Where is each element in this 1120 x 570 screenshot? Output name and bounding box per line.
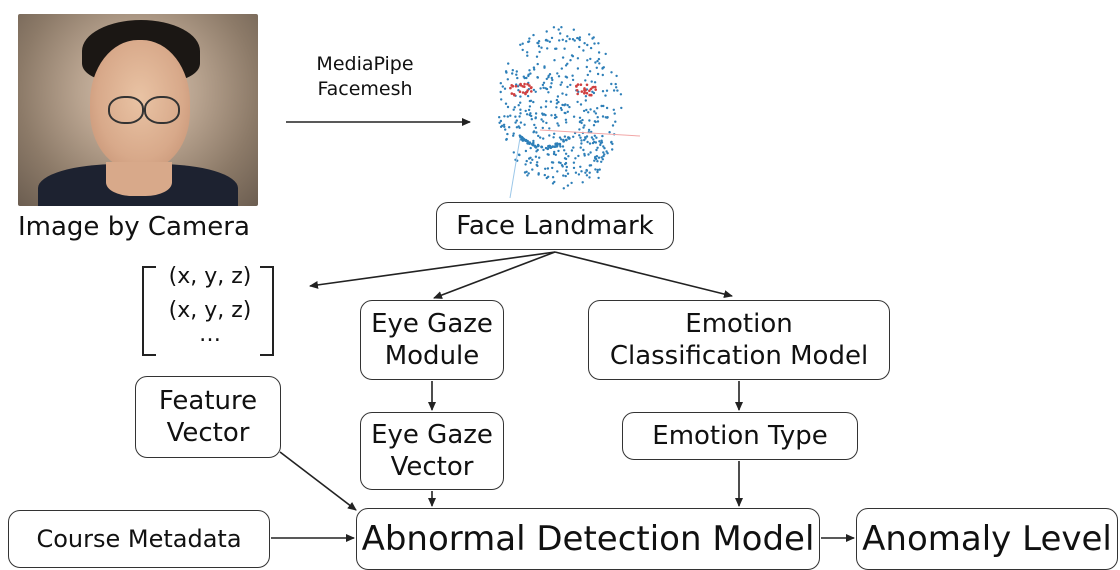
mediapipe-label-line1: MediaPipe — [316, 53, 414, 75]
emotion-type-label: Emotion Type — [652, 420, 828, 451]
feature-vector-line2: Vector — [166, 418, 250, 448]
eye-gaze-vector-line1: Eye Gaze — [371, 419, 493, 450]
feature-vector-line1: Feature — [158, 385, 258, 416]
eye-gaze-module-line2: Module — [384, 341, 480, 371]
eye-gaze-module-line1: Eye Gaze — [371, 308, 493, 339]
coord-row-2: (x, y, z) — [168, 298, 252, 323]
mesh-axis-z — [509, 137, 521, 198]
emotion-model-line1: Emotion — [685, 308, 793, 339]
arrow-feature-to-detection — [279, 451, 357, 511]
glasses-right — [144, 96, 180, 124]
face-landmark-label: Face Landmark — [456, 210, 654, 241]
feature-vector-box: Feature Vector — [135, 376, 281, 458]
course-metadata-label: Course Metadata — [36, 525, 242, 553]
abnormal-detection-label: Abnormal Detection Model — [361, 518, 815, 559]
coord-row-3: … — [199, 322, 221, 347]
mediapipe-label-line2: Facemesh — [317, 77, 413, 100]
camera-photo — [18, 14, 258, 206]
mediapipe-label: MediaPipe Facemesh — [300, 52, 430, 101]
neck-shape — [106, 162, 172, 196]
course-metadata-box: Course Metadata — [8, 510, 270, 568]
abnormal-detection-box: Abnormal Detection Model — [356, 508, 820, 570]
anomaly-level-label: Anomaly Level — [862, 518, 1112, 559]
coord-row-1: (x, y, z) — [168, 264, 252, 289]
eye-gaze-vector-line2: Vector — [390, 452, 474, 482]
face-mesh-image — [498, 26, 641, 198]
camera-caption: Image by Camera — [18, 212, 250, 242]
arrow-landmark-to-eye-gaze — [433, 251, 556, 299]
matrix-bracket-right — [260, 266, 274, 356]
emotion-type-box: Emotion Type — [622, 412, 858, 460]
eye-gaze-vector-box: Eye Gaze Vector — [360, 412, 504, 490]
mesh-points — [498, 26, 623, 190]
emotion-model-box: Emotion Classification Model — [588, 300, 890, 380]
eye-gaze-module-box: Eye Gaze Module — [360, 300, 504, 380]
face-landmark-box: Face Landmark — [436, 202, 674, 250]
glasses-left — [108, 96, 144, 124]
arrow-landmark-to-coords — [309, 251, 556, 289]
emotion-model-line2: Classification Model — [609, 341, 869, 371]
arrow-landmark-to-emotion — [554, 251, 733, 298]
mesh-axis-x — [539, 129, 641, 137]
matrix-bracket-left — [142, 266, 156, 356]
